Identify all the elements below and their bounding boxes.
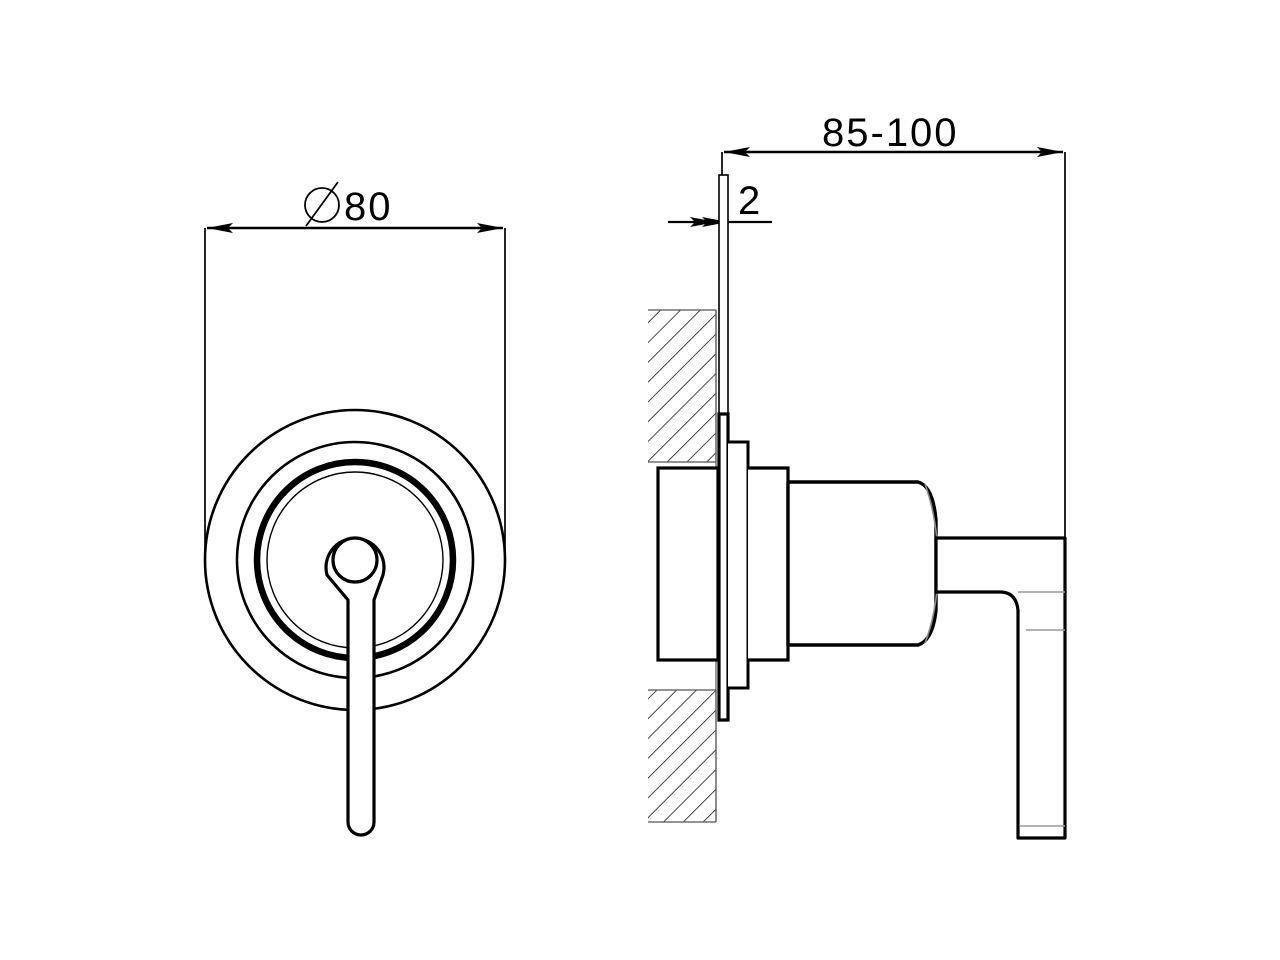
cover-plate-visible-edge [717, 412, 730, 722]
wall-section-upper [648, 309, 717, 463]
plate-thickness-value-label: 2 [738, 179, 762, 223]
sleeve-step [748, 466, 790, 662]
overall-depth-value-label: 85-100 [822, 111, 959, 155]
side-section-view: 85-100 2 [648, 111, 1067, 840]
diameter-symbol-icon [304, 181, 340, 227]
front-view: 80 [203, 181, 507, 837]
lever-hub-bore [331, 536, 379, 584]
cylinder-body [786, 480, 938, 647]
lever-arm-outline [934, 536, 1067, 840]
diameter-value-label: 80 [344, 185, 393, 229]
recessed-body-block [656, 466, 720, 662]
lever-handle-outline [324, 536, 386, 837]
wall-section-lower [648, 689, 717, 823]
plate-backing-collar [728, 440, 750, 690]
